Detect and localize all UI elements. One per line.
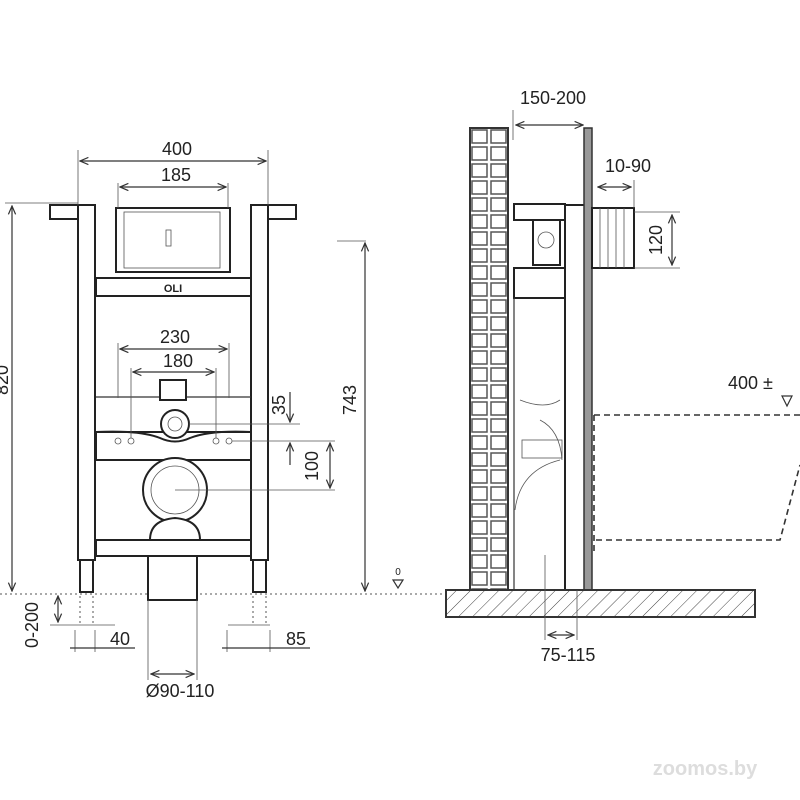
dim-820: 820	[0, 365, 12, 395]
dim-743: 743	[340, 385, 360, 415]
front-frame: OLI	[0, 204, 445, 601]
dim-pipe-diameter: Ø90-110	[146, 681, 215, 701]
dim-75-115: 75-115	[541, 645, 596, 665]
dim-400-plusminus: 400 ±	[728, 373, 773, 393]
floor-slab	[445, 589, 756, 618]
dim-100: 100	[302, 451, 322, 481]
front-dimensions: 400 185 820 743 230 180 35 100 0 0-200 4…	[0, 139, 405, 701]
dim-185: 185	[161, 165, 191, 185]
right-bracket	[267, 204, 297, 220]
dim-0-200: 0-200	[22, 602, 42, 648]
dim-150-200: 150-200	[520, 88, 586, 108]
flush-inlet	[160, 409, 190, 439]
front-panel	[583, 127, 593, 591]
drain-pipe	[147, 555, 198, 601]
floor-zero: 0	[395, 567, 401, 578]
brand-band	[95, 277, 252, 297]
toilet-bowl-outline	[593, 414, 800, 555]
dim-180: 180	[163, 351, 193, 371]
dim-10-90: 10-90	[605, 156, 651, 176]
dim-230: 230	[160, 327, 190, 347]
dim-120: 120	[646, 225, 666, 255]
right-post	[250, 204, 269, 561]
level-marker-side-icon	[781, 395, 793, 408]
cistern-box	[115, 207, 231, 273]
left-bracket	[49, 204, 79, 220]
frame-post-side	[564, 204, 586, 591]
dim-400: 400	[162, 139, 192, 159]
dim-85: 85	[286, 629, 306, 649]
dim-35: 35	[269, 395, 289, 415]
mounting-plate	[95, 430, 252, 461]
left-post	[77, 204, 96, 561]
side-view: 150-200 10-90 120 400 ± 75-115	[445, 88, 800, 665]
watermark: zoomos.by	[653, 758, 758, 780]
cistern-side	[513, 267, 566, 299]
right-leg	[252, 559, 267, 593]
brand-label: OLI	[164, 283, 182, 295]
left-leg	[79, 559, 94, 593]
tiled-wall	[469, 127, 509, 591]
bottom-crossbar	[95, 539, 252, 557]
flush-plate	[591, 207, 635, 269]
level-marker-icon	[391, 579, 405, 590]
dim-40: 40	[110, 629, 130, 649]
